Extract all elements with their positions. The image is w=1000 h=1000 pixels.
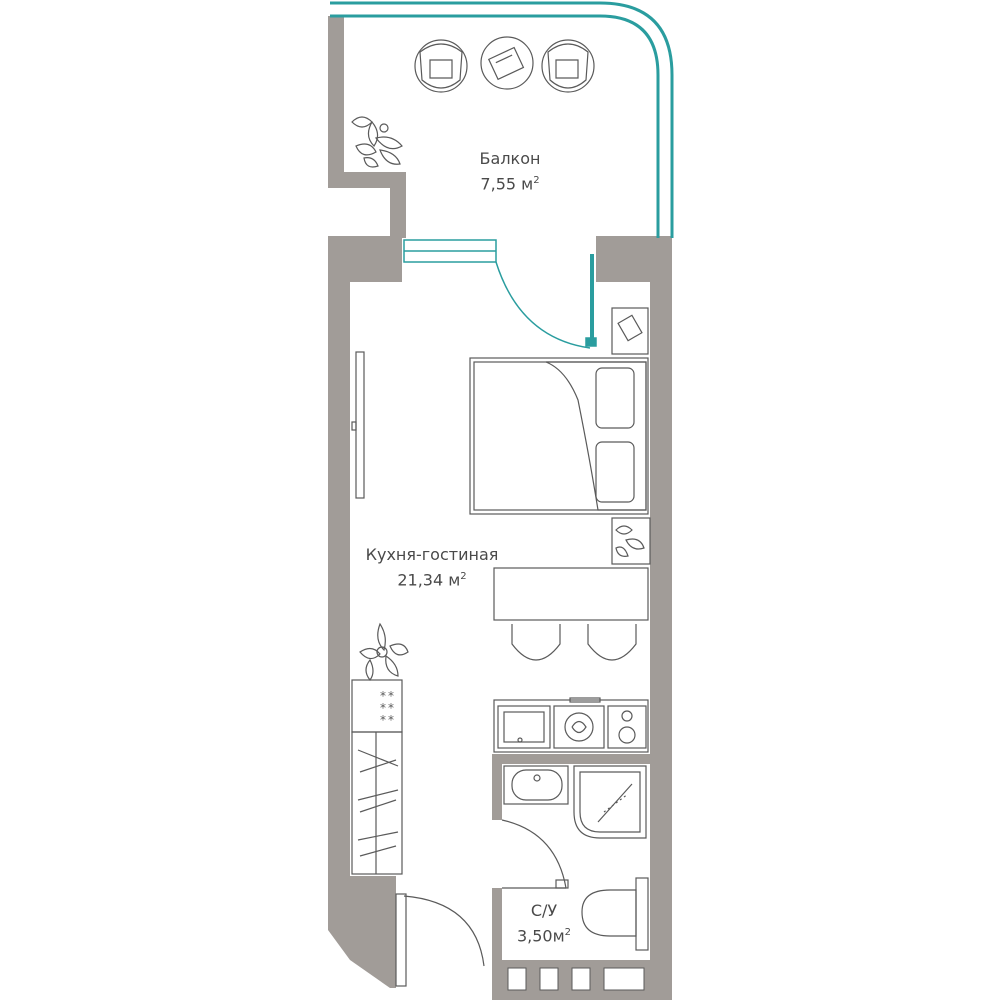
window-icon [571, 967, 591, 991]
balcony-inner-glass [330, 14, 660, 238]
walls [328, 16, 672, 1000]
room-name: Кухня-гостиная [365, 545, 499, 564]
bottom-windows [507, 967, 645, 991]
bath-left-wall-bottom [492, 888, 502, 968]
door-icon [495, 261, 591, 349]
svg-text:*: * [380, 701, 386, 715]
door-icon [403, 895, 485, 967]
bar-stool-icon [511, 624, 637, 661]
bathroom-fixtures [501, 765, 649, 951]
balcony-label: Балкон 7,55 м2 [445, 148, 575, 195]
balcony-notch-wall-vertical [390, 172, 406, 238]
svg-text:*: * [380, 713, 386, 727]
svg-text:*: * [388, 701, 394, 715]
room-area-unit: 2 [460, 571, 467, 582]
toilet-icon [581, 877, 649, 951]
sink-icon [497, 705, 551, 749]
nightstand-icon [611, 307, 649, 355]
door-hinge [585, 337, 597, 347]
kitchen-unit [493, 697, 649, 753]
stove-icon [607, 705, 647, 749]
room-area-unit: 2 [564, 927, 572, 938]
room-name: С/У [530, 901, 558, 920]
balcony-left-wall [328, 16, 344, 188]
coffee-table-icon [480, 36, 534, 90]
room-area: 3,50м2 [504, 922, 584, 947]
dining-counter [493, 567, 649, 621]
room-area-value: 3,50м [516, 926, 565, 946]
washing-machine-icon [553, 697, 605, 749]
room-area: 21,34 м2 [352, 566, 512, 591]
entrance-door [395, 893, 485, 987]
svg-text:*: * [380, 689, 386, 703]
bed-icon [469, 357, 649, 515]
sink-icon [503, 765, 569, 805]
main-right-wall [650, 236, 672, 1000]
window-icon [507, 967, 527, 991]
pillow-icon [595, 367, 635, 503]
tv-icon [351, 351, 365, 499]
door-icon [501, 819, 567, 889]
balcony-door [495, 254, 597, 349]
room-area: 7,55 м2 [445, 170, 575, 195]
balcony-glazing [330, 1, 674, 238]
kitchen-bath-partition [492, 754, 650, 764]
stove-icon: * * * * * * [351, 679, 403, 733]
room-name: Балкон [479, 149, 541, 168]
svg-text:*: * [388, 689, 394, 703]
shower-icon [573, 765, 647, 839]
svg-text:*: * [388, 713, 394, 727]
room-area-value: 21,34 м [397, 570, 461, 590]
bathroom-label: С/У 3,50м2 [504, 900, 584, 947]
bathroom-door [501, 819, 569, 889]
plant-icon [611, 517, 651, 565]
plant-icon [351, 116, 403, 168]
main-left-wall [328, 236, 350, 920]
window-icon [539, 967, 559, 991]
armchair-icon [414, 39, 468, 93]
armchair-icon [541, 39, 595, 93]
left-bottom-angled-wall [328, 876, 396, 988]
balcony-outer-glass [330, 1, 674, 238]
living-furniture: * * * * * * [351, 307, 651, 987]
wardrobe [351, 731, 403, 875]
living-label: Кухня-гостиная 21,34 м2 [352, 544, 512, 591]
bath-left-wall-top [492, 754, 502, 820]
balcony-window [403, 239, 497, 263]
room-area-unit: 2 [533, 175, 540, 186]
plant-icon [359, 622, 409, 681]
window-icon [603, 967, 645, 991]
balcony-notch-wall [328, 172, 406, 188]
balcony-furniture [351, 36, 595, 168]
room-area-value: 7,55 м [480, 174, 534, 194]
